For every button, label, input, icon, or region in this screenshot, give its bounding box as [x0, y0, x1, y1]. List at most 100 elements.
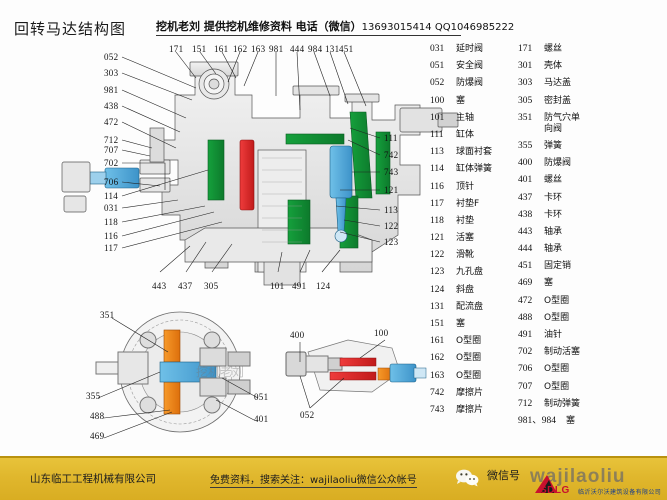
legend-item: 052 防爆阀: [430, 78, 492, 89]
legend-number: 031: [430, 44, 445, 54]
callout-left-12: 118: [104, 217, 119, 227]
page-title: 回转马达结构图: [14, 20, 127, 38]
legend-label: 摩擦片: [456, 387, 484, 398]
callout-bottom-2: 437: [178, 281, 193, 291]
legend-number: 051: [430, 61, 445, 72]
legend-label: 轴承: [544, 226, 563, 237]
callout-left-9: 706: [104, 177, 119, 187]
end-view-assembly: [95, 311, 259, 439]
footer-wechat-label: 微信号: [487, 469, 520, 482]
legend-label: 轴承: [544, 244, 563, 255]
section-hatching: [262, 157, 302, 243]
legend-label: 防气穴单向阀: [544, 113, 580, 135]
legend-number: 121: [430, 233, 445, 244]
legend-label-line2: 向阀: [544, 123, 563, 134]
legend-label: 固定销: [544, 261, 572, 272]
legend-number: 707: [518, 381, 533, 392]
green-part-lower: [287, 199, 311, 245]
legend-label: 配流盘: [456, 301, 484, 312]
legend-item: 131 配流盘: [430, 302, 492, 313]
legend-number: 163: [430, 370, 445, 381]
callout-right-5: 113: [384, 205, 399, 215]
legend-number: 444: [518, 244, 533, 255]
legend-label: 塞: [456, 95, 466, 106]
footer-company-name: 山东临工工程机械有限公司: [30, 473, 156, 485]
red-passage-lower: [329, 371, 377, 381]
callout-detail-400: 400: [290, 330, 305, 340]
callout-left-8: 702: [104, 158, 119, 168]
callout-endview-401: 401: [254, 414, 269, 424]
legend-item: 488 O型圈: [518, 313, 580, 324]
callout-endview-469: 469: [90, 431, 105, 441]
legend-number: 131: [430, 301, 445, 312]
legend-number: 171: [518, 44, 533, 54]
legend-item: 355 弹簧: [518, 141, 580, 152]
footer-promo-text: 免费资料，搜索关注：wajilaoliu微信公众帐号: [210, 471, 417, 488]
legend-label: 防爆阀: [456, 78, 484, 89]
legend-label: 斜盘: [456, 284, 475, 295]
legend-label: 缸体: [456, 129, 475, 140]
callout-left-6: 712: [104, 135, 119, 145]
callout-left-10: 114: [104, 191, 119, 201]
legend-label: 延时阀: [456, 44, 484, 54]
callout-top-7: 444: [290, 44, 305, 54]
legend-label: 防爆阀: [544, 158, 572, 169]
legend-number: 443: [518, 226, 533, 237]
callout-top-6: 981: [269, 44, 284, 54]
legend-number: 702: [518, 347, 533, 358]
legend-label: O型圈: [456, 336, 482, 347]
legend-number: 488: [518, 312, 533, 323]
legend-number: 981、984: [518, 415, 557, 426]
legend-label: 缸体弹簧: [456, 164, 493, 175]
legend-number: 122: [430, 250, 445, 261]
legend-number: 355: [518, 140, 533, 151]
callout-right-2: 742: [384, 150, 399, 160]
footer-bar: 山东临工工程机械有限公司 免费资料，搜索关注：wajilaoliu微信公众帐号 …: [0, 456, 667, 500]
legend-number: 052: [430, 78, 445, 89]
legend-number: 706: [518, 364, 533, 375]
callout-endview-355: 355: [86, 391, 101, 401]
callout-left-11: 031: [104, 203, 119, 213]
legend-label: 顶针: [456, 181, 475, 192]
promo-header-phone: 13693015414 QQ1046985222: [361, 22, 515, 33]
legend-item: 031 延时阀: [430, 44, 492, 55]
callout-detail-052: 052: [300, 410, 315, 420]
callout-detail-100: 100: [374, 328, 389, 338]
legend-label: O型圈: [544, 312, 570, 323]
callout-top-2: 151: [192, 44, 207, 54]
legend-number: 161: [430, 336, 445, 347]
leader-lines-top: [175, 51, 367, 111]
sdlg-wordmark: SDLG: [540, 485, 570, 496]
legend-number: 123: [430, 267, 445, 278]
callout-right-3: 743: [384, 167, 399, 177]
legend-label: 弹簧: [544, 140, 563, 151]
callout-right-7: 123: [384, 237, 399, 247]
legend-item: 443 轴承: [518, 227, 580, 238]
legend-number: 401: [518, 175, 533, 186]
callout-left-4: 438: [104, 101, 119, 111]
callout-top-5: 163: [251, 44, 266, 54]
legend-number: 162: [430, 353, 445, 364]
legend-number: 472: [518, 295, 533, 306]
legend-label: 安全阀: [456, 61, 484, 72]
callout-top-1: 171: [169, 44, 184, 54]
leader-lines-right: [335, 127, 381, 243]
legend-label: 塞: [566, 415, 576, 426]
legend-number: 742: [430, 387, 445, 398]
